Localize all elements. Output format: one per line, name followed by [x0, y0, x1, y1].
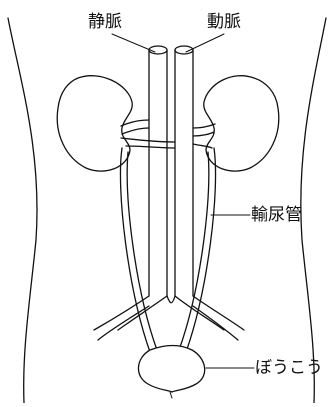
aorta: [175, 46, 193, 296]
leader-artery: [186, 34, 224, 52]
urethra: [170, 392, 172, 398]
ureters: [120, 148, 215, 352]
renal-vessels: [121, 120, 215, 148]
bladder: [138, 346, 204, 393]
vena-cava: [149, 46, 167, 296]
leader-vein: [112, 34, 155, 52]
label-vein: 静脈: [88, 14, 122, 31]
label-bladder: ぼうこう: [255, 360, 323, 377]
iliac-vessels: [94, 296, 244, 340]
label-artery: 動脈: [207, 14, 241, 31]
label-ureter: 輸尿管: [251, 207, 302, 224]
